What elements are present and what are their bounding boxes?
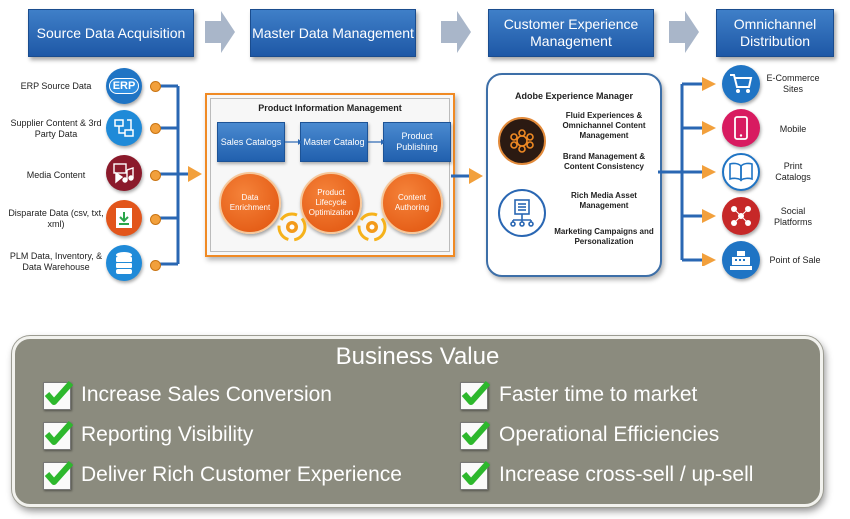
pim-box-product-publishing: Product Publishing	[383, 122, 451, 162]
pim-box-master-catalog: Master Catalog	[300, 122, 368, 162]
business-value-title: Business Value	[335, 343, 500, 370]
pim-box-arrows	[285, 139, 385, 145]
source-dot-erp	[150, 81, 161, 92]
channel-label-mobile: Mobile	[779, 124, 807, 134]
business-value-panel: Business Value Increase Sales Conversion…	[12, 336, 823, 507]
header-arrow-3	[669, 11, 699, 53]
pim-circle-content-authoring: Content Authoring	[381, 172, 443, 234]
distribution-connector-lines	[658, 77, 716, 266]
checkbox-checked-icon	[43, 380, 74, 410]
source-connector-lines	[158, 84, 202, 266]
pim-box-sales-catalogs: Sales Catalogs	[217, 122, 285, 162]
checkbox-checked-icon	[460, 460, 491, 490]
source-label-supplier: Supplier Content & 3rd Party Data	[10, 118, 102, 139]
download-file-icon	[106, 200, 142, 236]
pim-title: Product Information Management	[258, 103, 402, 113]
supplier-data-icon	[106, 110, 142, 146]
gear-cycle-icon	[357, 212, 387, 242]
aem-title: Adobe Experience Manager	[514, 91, 634, 101]
media-icon	[106, 155, 142, 191]
mobile-phone-icon	[722, 109, 760, 147]
source-label-plm: PLM Data, Inventory, & Data Warehouse	[9, 251, 103, 272]
business-value-item: Deliver Rich Customer Experience	[81, 463, 402, 486]
source-dot-plm	[150, 260, 161, 271]
checkbox-checked-icon	[43, 460, 74, 490]
aem-item-brand-management: Brand Management & Content Consistency	[562, 152, 646, 171]
source-dot-supplier	[150, 123, 161, 134]
aem-panel: Adobe Experience Manager Fluid Experienc…	[486, 73, 662, 277]
pim-panel: Product Information Management Sales Cat…	[205, 93, 455, 257]
adobe-experience-icon	[498, 117, 546, 165]
social-icon	[722, 197, 760, 235]
source-label-media: Media Content	[26, 170, 86, 180]
header-master-data-management: Master Data Management	[250, 9, 416, 57]
cash-register-icon	[722, 241, 760, 279]
pim-to-aem-connector	[451, 168, 483, 184]
header-arrow-2	[441, 11, 471, 53]
source-dot-disparate	[150, 214, 161, 225]
shopping-cart-icon	[722, 65, 760, 103]
source-dot-media	[150, 170, 161, 181]
business-value-item: Increase cross-sell / up-sell	[499, 463, 754, 486]
checkbox-checked-icon	[460, 420, 491, 450]
channel-label-ecommerce: E-Commerce Sites	[766, 73, 820, 94]
aem-item-rich-media: Rich Media Asset Management	[571, 191, 637, 210]
database-icon	[106, 245, 142, 281]
aem-item-marketing-campaigns: Marketing Campaigns and Personalization	[554, 227, 654, 246]
header-omnichannel-distribution: Omnichannel Distribution	[716, 9, 834, 57]
business-value-item: Increase Sales Conversion	[81, 383, 332, 406]
book-icon	[722, 153, 760, 191]
source-label-erp: ERP Source Data	[20, 81, 92, 91]
channel-label-social: Social Platforms	[773, 206, 812, 227]
checkbox-checked-icon	[460, 380, 491, 410]
pim-circle-lifecycle: Product Lifecycle Optimization	[300, 172, 362, 234]
header-source-data-acquisition: Source Data Acquisition	[28, 9, 194, 57]
business-value-item: Faster time to market	[499, 383, 698, 406]
header-arrow-1	[205, 11, 235, 53]
erp-icon: ERP	[106, 68, 142, 104]
channel-label-pos: Point of Sale	[769, 255, 821, 265]
gear-cycle-icon	[277, 212, 307, 242]
source-label-disparate: Disparate Data (csv, txt, xml)	[8, 208, 104, 229]
rich-media-asset-icon	[498, 189, 546, 237]
checkbox-checked-icon	[43, 420, 74, 450]
aem-item-fluid-experiences: Fluid Experiences & Omnichannel Content …	[562, 111, 646, 140]
business-value-item: Reporting Visibility	[81, 423, 254, 446]
channel-label-print: Print Catalogs	[775, 161, 811, 182]
header-customer-experience-management: Customer Experience Management	[488, 9, 654, 57]
business-value-item: Operational Efficiencies	[499, 423, 720, 446]
pim-circle-data-enrichment: Data Enrichment	[219, 172, 281, 234]
